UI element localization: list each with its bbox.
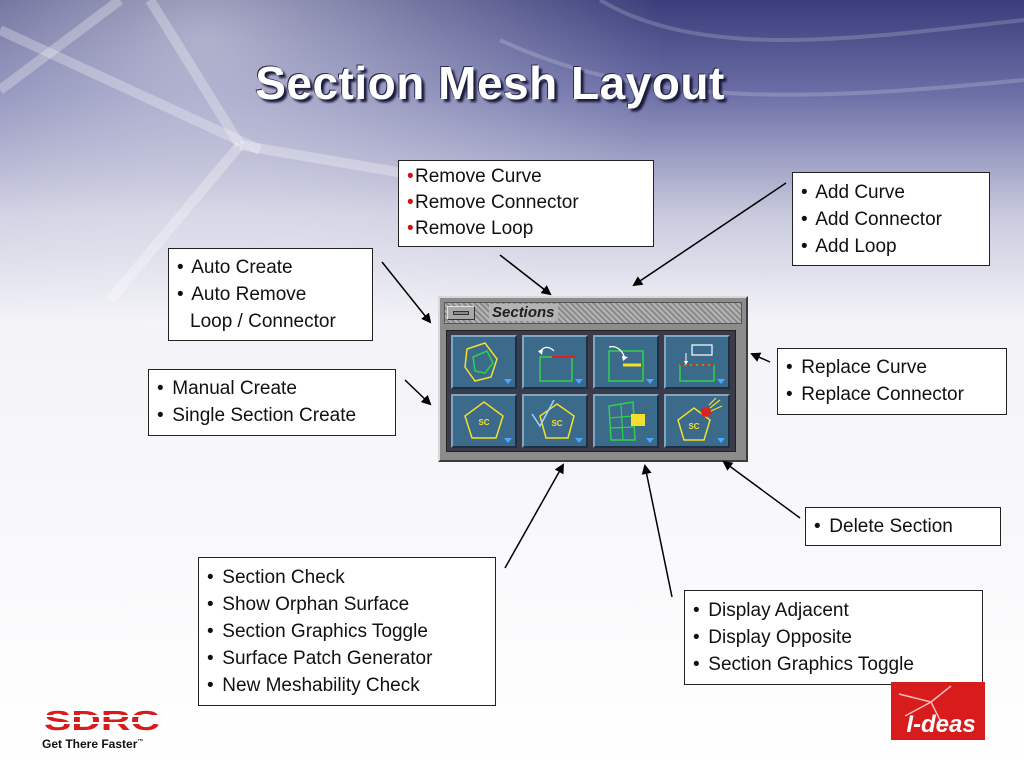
remove-loop-item: •Remove Loop xyxy=(407,218,534,239)
flyout-indicator xyxy=(646,438,654,443)
section-check-item: • Section Check xyxy=(207,567,345,588)
display-adjacent-icon xyxy=(608,401,645,441)
display-adjacent-item: • Display Adjacent xyxy=(693,600,849,621)
add-callout: • Add Curve • Add Connector • Add Loop xyxy=(792,172,990,266)
auto-create-icon xyxy=(464,342,498,382)
panel-title: Sections xyxy=(489,304,558,321)
auto-create-tool[interactable] xyxy=(451,335,517,389)
delete-callout: • Delete Section xyxy=(805,507,1001,546)
add-connector-item: • Add Connector xyxy=(801,209,942,230)
section-create-icon: SC xyxy=(464,401,504,439)
sdrc-logo: SDRC xyxy=(44,707,160,733)
tagline: Get There Faster™ xyxy=(42,737,144,751)
manual-create-item: • Manual Create xyxy=(157,378,297,399)
flyout-indicator xyxy=(504,379,512,384)
replace-curve-item: • Replace Curve xyxy=(786,357,927,378)
sc-label: SC xyxy=(688,422,699,431)
remove-curve-item: •Remove Curve xyxy=(407,166,542,187)
delete-section-item: • Delete Section xyxy=(814,516,953,537)
flyout-indicator xyxy=(575,438,583,443)
remove-callout: •Remove Curve •Remove Connector •Remove … xyxy=(398,160,654,247)
flyout-indicator xyxy=(717,379,725,384)
section-check-tool[interactable]: SC xyxy=(522,394,588,448)
remove-curve-icon xyxy=(538,346,576,382)
new-meshability-check-item: • New Meshability Check xyxy=(207,675,420,696)
sections-panel: Sections xyxy=(438,296,748,462)
remove-curve-tool[interactable] xyxy=(522,335,588,389)
section-graphics-toggle-item: • Section Graphics Toggle xyxy=(207,621,428,642)
delete-section-icon: SC xyxy=(677,397,723,441)
delete-section-tool[interactable]: SC xyxy=(664,394,730,448)
section-check-icon: SC xyxy=(531,399,575,439)
replace-curve-tool[interactable] xyxy=(664,335,730,389)
display-adjacent-tool[interactable] xyxy=(593,394,659,448)
flyout-indicator xyxy=(646,379,654,384)
add-curve-tool[interactable] xyxy=(593,335,659,389)
auto-callout: • Auto Create • Auto Remove Loop / Conne… xyxy=(168,248,373,341)
auto-create-item: • Auto Create xyxy=(177,257,293,278)
sc-label: SC xyxy=(478,418,489,427)
svg-text:I-deas: I-deas xyxy=(906,711,975,738)
sc-label: SC xyxy=(551,419,562,428)
add-curve-item: • Add Curve xyxy=(801,182,906,203)
flyout-indicator xyxy=(504,438,512,443)
remove-connector-item: •Remove Connector xyxy=(407,192,579,213)
section-graphics-toggle-item-2: • Section Graphics Toggle xyxy=(693,654,914,675)
auto-remove-item: • Auto Remove xyxy=(177,284,307,305)
replace-connector-item: • Replace Connector xyxy=(786,384,964,405)
replace-curve-icon xyxy=(679,344,715,382)
svg-text:SDRC: SDRC xyxy=(44,707,160,733)
replace-callout: • Replace Curve • Replace Connector xyxy=(777,348,1007,415)
ideas-logo: I-deas xyxy=(891,682,985,740)
manual-callout: • Manual Create • Single Section Create xyxy=(148,369,396,436)
show-orphan-surface-item: • Show Orphan Surface xyxy=(207,594,410,615)
page-title: Section Mesh Layout xyxy=(255,57,725,109)
surface-patch-generator-item: • Surface Patch Generator xyxy=(207,648,433,669)
single-section-create-item: • Single Section Create xyxy=(157,405,357,426)
check-callout: • Section Check • Show Orphan Surface • … xyxy=(198,557,496,706)
loop-connector-item: Loop / Connector xyxy=(190,311,336,332)
tool-grid: SC SC SC xyxy=(446,330,736,452)
window-menu-button[interactable] xyxy=(447,306,475,320)
add-curve-icon xyxy=(608,346,644,382)
display-callout: • Display Adjacent • Display Opposite • … xyxy=(684,590,983,685)
flyout-indicator xyxy=(575,379,583,384)
manual-create-tool[interactable]: SC xyxy=(451,394,517,448)
add-loop-item: • Add Loop xyxy=(801,236,897,257)
flyout-indicator xyxy=(717,438,725,443)
display-opposite-item: • Display Opposite xyxy=(693,627,852,648)
panel-titlebar[interactable]: Sections xyxy=(444,302,742,324)
